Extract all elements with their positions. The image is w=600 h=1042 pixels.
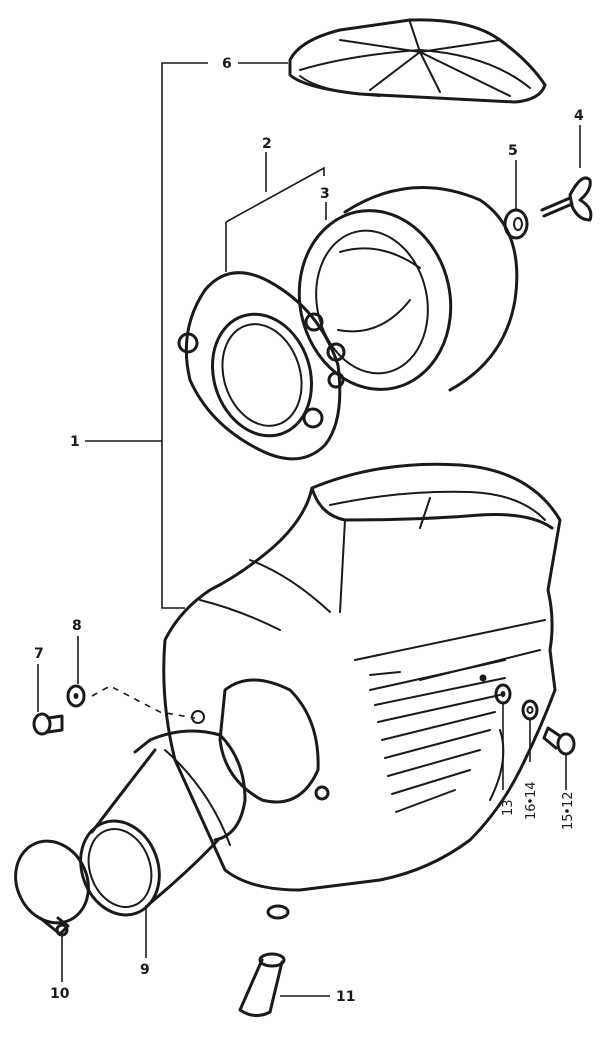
callout-13: 13	[501, 799, 516, 816]
part-2-element-cap	[177, 271, 346, 461]
callout-2: 2	[262, 136, 272, 152]
callout-15: 15	[561, 813, 576, 830]
callout-16: 16	[524, 803, 539, 820]
callout-5: 5	[508, 143, 518, 159]
callout-1: 1	[70, 434, 80, 450]
callout-10: 10	[50, 986, 70, 1002]
callout-8: 8	[72, 618, 82, 634]
part-8-washer	[66, 684, 86, 708]
callout-3: 3	[320, 186, 330, 202]
callout-9: 9	[140, 962, 150, 978]
part-9-inlet-boot	[79, 729, 247, 917]
part-14-washer	[521, 699, 539, 721]
part-6-cover	[288, 18, 547, 104]
callout-12: 12	[561, 791, 576, 808]
air-cleaner-case	[162, 462, 562, 920]
part-5-washer	[503, 208, 529, 240]
callout-7: 7	[34, 646, 44, 662]
callout-4: 4	[574, 108, 584, 124]
part-3-filter-element	[297, 186, 519, 392]
callout-11: 11	[336, 989, 355, 1005]
part-4-wing-bolt	[540, 176, 593, 222]
part-11-drain-tube	[238, 952, 286, 1017]
part-10-hose-clamp	[14, 839, 90, 937]
callout-6: 6	[222, 56, 232, 72]
part-7-screw	[32, 712, 64, 736]
part-13-washer	[494, 683, 512, 705]
part-12-bolt	[542, 726, 576, 756]
callout-14: 14	[524, 781, 539, 798]
leader-lines	[37, 62, 581, 997]
callout-labels: 6 1 2 3 4 5 7 8 9 10 11 13 14 16 12 15	[34, 56, 584, 1005]
